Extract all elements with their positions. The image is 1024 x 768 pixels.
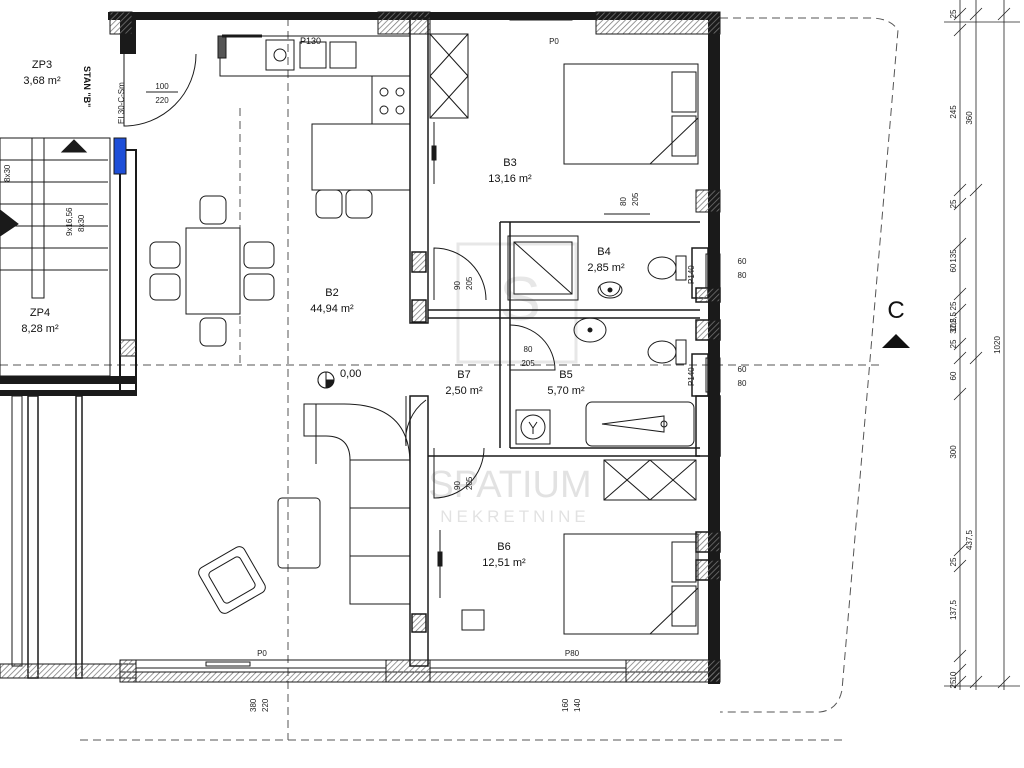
dim-inner-6: 32,5 <box>949 318 958 334</box>
label-p140-a: P140 <box>687 265 696 284</box>
room-b7-code: B7 <box>457 369 470 381</box>
window-b-height: 80 <box>738 379 747 388</box>
room-labels: ZP3 3,68 m² ZP4 8,28 m² B2 44,94 m² B3 1… <box>21 59 625 569</box>
dim-outer-2: 437,5 <box>965 529 974 550</box>
dim-inner-7: 102,5 <box>949 311 958 332</box>
entry-fire-tag: EI 30-C-Sm <box>117 82 126 124</box>
room-b4-code: B4 <box>597 246 610 258</box>
dim-inner-11: 25 <box>949 557 958 566</box>
dim-inner-8: 25 <box>949 339 958 348</box>
section-letter: C <box>887 297 904 324</box>
bottom-left-width: 380 <box>249 698 258 712</box>
dim-inner-14: 25 <box>949 679 958 688</box>
window-b-width: 60 <box>738 365 747 374</box>
room-zp4-area: 8,28 m² <box>21 323 59 335</box>
stair-spec: 9x16,56 <box>65 207 74 236</box>
section-arrow-icon <box>882 334 910 348</box>
room-b2-code: B2 <box>325 287 338 299</box>
room-b3-code: B3 <box>503 157 516 169</box>
bedroom-b3-furniture <box>429 33 699 215</box>
dim-inner-2: 25 <box>949 199 958 208</box>
dim-inner-0: 25 <box>949 9 958 18</box>
room-b7-area: 2,50 m² <box>445 385 483 397</box>
door-b3-height: 205 <box>631 192 640 206</box>
bathroom-b4-fixtures <box>507 235 687 301</box>
dim-inner-13: 10 <box>949 671 958 680</box>
room-b5-area: 5,70 m² <box>547 385 585 397</box>
watermark: S SPATIUM NEKRETNINE <box>428 242 592 526</box>
exterior-walls <box>0 11 721 684</box>
door-b4-height: 205 <box>465 276 474 290</box>
door-b3-width: 80 <box>619 197 628 206</box>
room-b5-code: B5 <box>559 369 572 381</box>
entry-door-height: 220 <box>155 96 169 105</box>
dining-table <box>149 195 275 347</box>
opening-labels: P0 P0 P80 P140 P140 80 205 90 205 80 205… <box>249 37 747 712</box>
door-b4-width: 90 <box>453 281 462 290</box>
bottom-left-height: 220 <box>261 698 270 712</box>
apartment-label: STAN "B" <box>82 66 92 107</box>
section-marker: C <box>882 297 910 348</box>
door-b6-width: 90 <box>453 481 462 490</box>
terrace-outline <box>0 17 899 741</box>
room-zp4-code: ZP4 <box>30 307 50 319</box>
bedroom-b6-furniture <box>437 459 699 635</box>
stair-8x30-b: 8x30 <box>77 214 86 232</box>
bathroom-b5-fixtures <box>515 317 695 447</box>
label-p130: P130 <box>300 36 321 46</box>
door-b5-height: 205 <box>521 359 535 368</box>
window-a-width: 60 <box>738 257 747 266</box>
dim-inner-9: 60 <box>949 371 958 380</box>
dim-inner-1: 245 <box>949 105 958 119</box>
label-p140-b: P140 <box>687 367 696 386</box>
windows <box>11 13 721 669</box>
kitchen: P130 <box>217 34 411 219</box>
dim-inner-12: 137,5 <box>949 599 958 620</box>
door-b5-width: 80 <box>524 345 533 354</box>
label-p80: P80 <box>565 649 580 658</box>
level-marker: 0,00 <box>340 368 361 380</box>
stair-8x30-a: 8x30 <box>3 164 12 182</box>
stair-up-arrow-icon <box>60 139 88 153</box>
room-b2-area: 44,94 m² <box>310 303 354 315</box>
window-a-height: 80 <box>738 271 747 280</box>
dim-inner-5: 25 <box>949 301 958 310</box>
dim-inner-4: 60 <box>949 263 958 272</box>
door-b6-height: 205 <box>465 476 474 490</box>
bottom-right-width: 160 <box>561 698 570 712</box>
watermark-line2: NEKRETNINE <box>440 507 590 526</box>
room-b3-area: 13,16 m² <box>488 173 532 185</box>
dim-inner-10: 300 <box>949 445 958 459</box>
living-furniture <box>198 371 411 614</box>
room-b6-code: B6 <box>497 541 510 553</box>
room-zp3-area: 3,68 m² <box>23 75 61 87</box>
dimension-lines <box>944 0 1020 690</box>
dim-outer-0: 360 <box>965 111 974 125</box>
dim-outer-1: 1020 <box>993 336 1002 354</box>
label-p0-top: P0 <box>549 37 559 46</box>
bottom-right-height: 140 <box>573 698 582 712</box>
watermark-line1: SPATIUM <box>428 464 591 506</box>
entry-door-width: 100 <box>155 82 169 91</box>
entry-door: 100 220 EI 30-C-Sm <box>113 53 197 175</box>
room-b6-area: 12,51 m² <box>482 557 526 569</box>
dimension-texts: 2524525135602532,5102,5256030025137,5102… <box>949 9 1002 688</box>
stairs: 8x30 9x16,56 8x30 <box>0 137 111 377</box>
interior-doors <box>405 247 556 499</box>
room-b4-area: 2,85 m² <box>587 262 625 274</box>
dim-inner-3: 135 <box>949 249 958 263</box>
room-zp3-code: ZP3 <box>32 59 52 71</box>
label-p0-bottom: P0 <box>257 649 267 658</box>
